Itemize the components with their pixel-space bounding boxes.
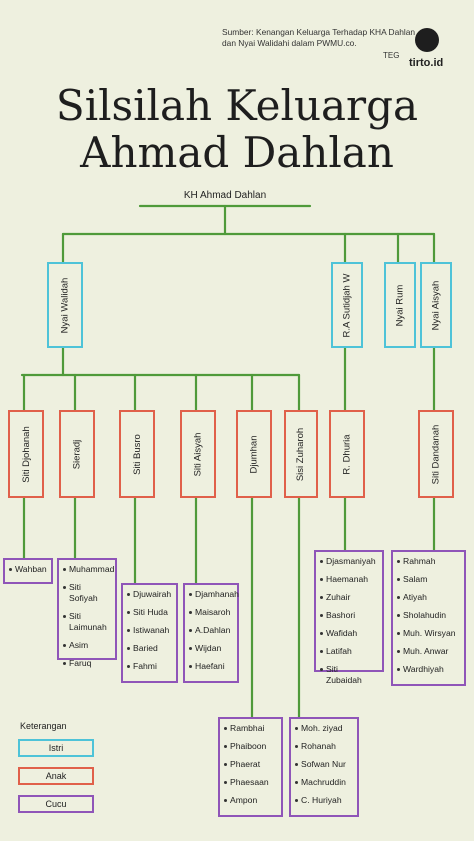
child-box: Sieradj [59, 410, 95, 498]
cucu-item: Phaesaan [224, 777, 275, 788]
child-name: Siti Dandanah [430, 424, 442, 484]
child-name: R. Dhuria [341, 433, 353, 475]
child-name: Siti Busro [131, 433, 143, 475]
author-credit: TEG [383, 51, 400, 60]
cucu-item: Maisaroh [189, 607, 231, 617]
cucu-list: Rambhai Phaiboon Phaerat Phaesaan Ampon [218, 717, 283, 817]
cucu-item: Phaiboon [224, 741, 275, 752]
wife-name: Nyai Walidah [59, 277, 71, 333]
title-line-2: Ahmad Dahlan [80, 128, 394, 177]
child-name: Sisi Zuharoh [295, 427, 307, 481]
root-person: KH Ahmad Dahlan [183, 190, 267, 201]
cucu-item: Phaerat [224, 759, 275, 770]
cucu-item: Istiwanah [127, 625, 170, 635]
cucu-item: Asim [63, 640, 109, 651]
child-box: Djumhan [236, 410, 272, 498]
cucu-item: Bashori [320, 610, 376, 621]
cucu-item: Siti Zubaidah [320, 664, 366, 686]
legend-anak: Anak [18, 767, 94, 785]
cucu-item: Siti Sofiyah [63, 582, 109, 604]
cucu-list: Djuwairah Siti Huda Istiwanah Baried Fah… [121, 583, 178, 683]
cucu-item: Siti Huda [127, 607, 170, 618]
child-box: Siti Aisyah [180, 410, 216, 498]
cucu-item: Moh. ziyad [295, 723, 351, 734]
cucu-item: Ampon [224, 795, 275, 806]
cucu-item: Baried [127, 643, 170, 654]
cucu-list: Wahban [3, 558, 53, 584]
wife-name: Nyai Aisyah [430, 280, 442, 330]
cucu-item: Rahmah [397, 556, 458, 567]
cucu-item: Djamhanah [189, 589, 239, 599]
legend-istri: Istri [18, 739, 94, 757]
child-name: Siti Aisyah [192, 432, 204, 476]
cucu-item: A.Dahlan [189, 625, 231, 635]
cucu-item: Wijdan [189, 643, 231, 654]
legend-title: Keterangan [20, 721, 67, 731]
cucu-item: Rambhai [224, 723, 275, 734]
wife-box: Nyai Rum [384, 262, 416, 348]
cucu-item: C. Huriyah [295, 795, 351, 806]
cucu-item: Siti Laimunah [63, 611, 107, 632]
wife-box: R.A Sutidjah W [331, 262, 363, 348]
child-name: Siti Djohanah [20, 425, 32, 483]
child-name: Djumhan [248, 434, 260, 474]
cucu-item: Faruq [63, 658, 109, 669]
cucu-list: Djamhanah Maisaroh A.Dahlan Wijdan Haefa… [183, 583, 239, 683]
logo-text: tirto.id [409, 57, 444, 69]
legend-cucu-label: Cucu [45, 799, 67, 809]
cucu-list: Moh. ziyad Rohanah Sofwan Nur Machruddin… [289, 717, 359, 817]
cucu-item: Muh. Wirsyan [397, 628, 458, 639]
cucu-item: Rohanah [295, 741, 351, 752]
cucu-item: Sofwan Nur [295, 759, 351, 770]
cucu-item: Atiyah [397, 592, 458, 603]
cucu-item: Machruddin [295, 777, 351, 788]
cucu-list: Djasmaniyah Haemanah Zuhair Bashori Wafi… [314, 550, 384, 685]
cucu-item: Wafidah [320, 628, 376, 639]
child-name: Sieradj [71, 439, 83, 469]
cucu-item: Muh. Anwar [397, 646, 458, 657]
cucu-list: Muhammad Siti Sofiyah Siti Laimunah Asim… [57, 558, 117, 668]
tirto-logo-icon [415, 28, 439, 52]
wife-name: R.A Sutidjah W [341, 273, 353, 337]
source-note: Sumber: Kenangan Keluarga Terhadap KHA D… [222, 27, 416, 48]
wife-box: Nyai Walidah [47, 262, 83, 348]
cucu-item: Djasmaniyah [320, 556, 376, 566]
child-box: Siti Busro [119, 410, 155, 498]
cucu-item: Latifah [320, 646, 376, 657]
cucu-item: Salam [397, 574, 458, 585]
cucu-item: Haefani [189, 661, 231, 672]
cucu-item: Djuwairah [127, 589, 172, 599]
cucu-item: Zuhair [320, 592, 376, 603]
cucu-list: Rahmah Salam Atiyah Sholahudin Muh. Wirs… [391, 550, 466, 686]
child-box: Sisi Zuharoh [284, 410, 318, 498]
legend-cucu: Cucu [18, 795, 94, 813]
child-box: Siti Dandanah [418, 410, 454, 498]
cucu-item: Wardhiyah [397, 664, 458, 675]
cucu-item: Muhammad [63, 564, 115, 574]
legend-anak-label: Anak [45, 771, 67, 781]
legend-istri-label: Istri [48, 743, 64, 753]
child-box: Siti Djohanah [8, 410, 44, 498]
cucu-item: Sholahudin [397, 610, 458, 621]
cucu-item: Wahban [9, 564, 47, 574]
wife-box: Nyai Aisyah [420, 262, 452, 348]
cucu-item: Fahmi [127, 661, 170, 672]
child-box: R. Dhuria [329, 410, 365, 498]
cucu-item: Haemanah [320, 574, 376, 585]
wife-name: Nyai Rum [394, 284, 406, 326]
title-line-1: Silsilah Keluarga [55, 81, 419, 130]
